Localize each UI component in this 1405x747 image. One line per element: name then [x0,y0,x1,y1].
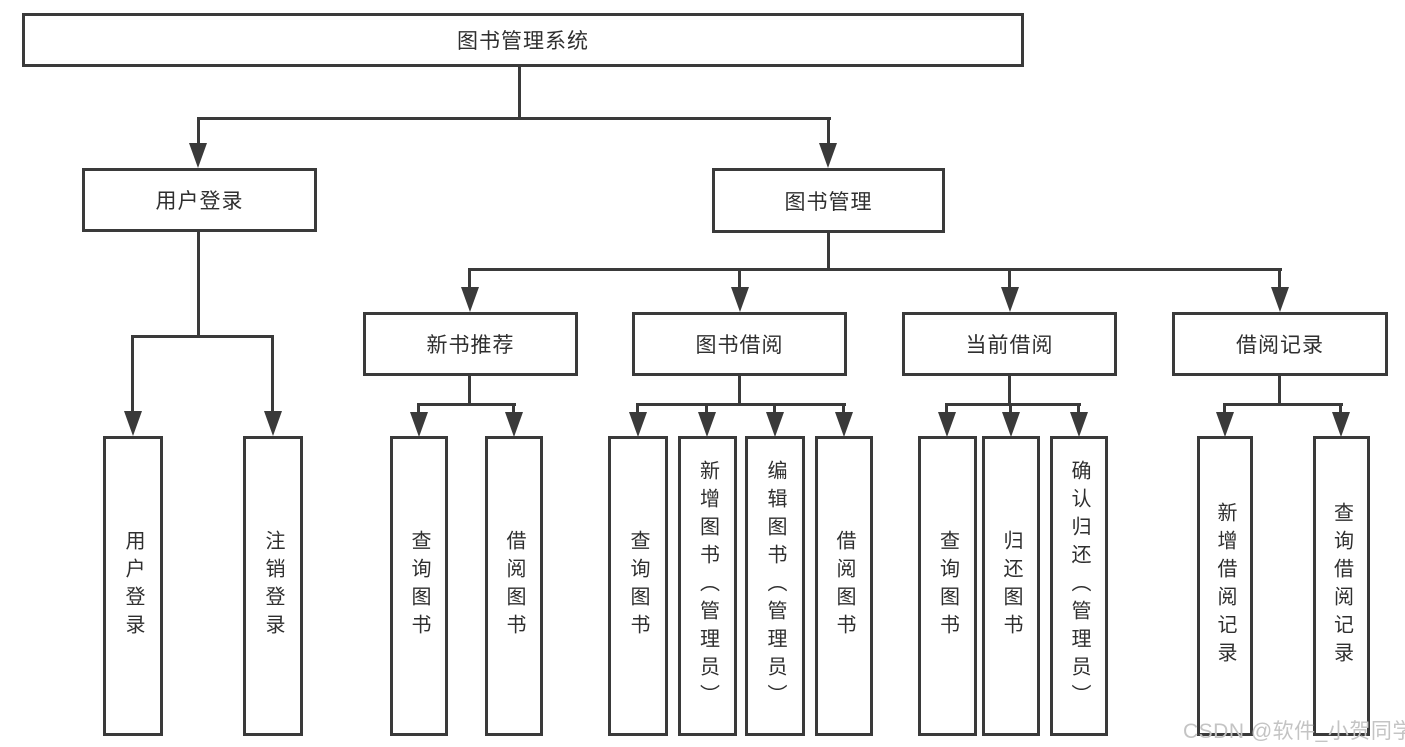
connector-line [197,117,831,120]
connector-line [1223,403,1343,406]
connector-line [512,405,515,415]
connector-line [636,403,846,406]
connector-line [705,405,708,415]
leaf-query-books-borrow: 查询图书 [608,436,668,736]
leaf-label: 新增借阅记录 [1214,502,1236,670]
arrow-down-icon [1070,412,1088,437]
node-user-login-branch: 用户登录 [82,168,317,232]
connector-line [468,270,471,290]
connector-line [131,337,134,413]
leaf-user-login: 用户登录 [103,436,163,736]
connector-line [738,376,741,405]
leaf-confirm-return-admin: 确认归还（管理员） [1050,436,1108,736]
leaf-label: 注销登录 [262,530,284,642]
leaf-label: 查询借阅记录 [1330,502,1353,670]
leaf-label: 编辑图书（管理员） [764,460,786,712]
arrow-down-icon [629,412,647,437]
arrow-down-icon [938,412,956,437]
node-borrowing-records: 借阅记录 [1172,312,1388,376]
connector-line [773,405,776,415]
csdn-watermark: CSDN @软件_小贺同学 [1183,720,1405,743]
node-label: 图书管理系统 [457,30,589,53]
arrow-down-icon [189,143,207,168]
connector-line [468,268,1282,271]
connector-line [827,119,830,146]
leaf-label: 新增图书（管理员） [696,460,719,712]
node-current-borrowing: 当前借阅 [902,312,1117,376]
connector-line [417,405,420,415]
leaf-edit-books-admin: 编辑图书（管理员） [745,436,805,736]
node-book-borrowing: 图书借阅 [632,312,847,376]
node-label: 新书推荐 [426,334,515,357]
arrow-down-icon [1332,412,1350,437]
leaf-label: 归还图书 [1000,530,1022,642]
connector-line [468,376,471,405]
connector-line [827,233,830,270]
arrow-down-icon [461,287,479,312]
connector-line [131,335,274,338]
node-label: 借阅记录 [1236,334,1324,357]
arrow-down-icon [1216,412,1234,437]
arrow-down-icon [410,412,428,437]
leaf-borrow-books: 借阅图书 [815,436,873,736]
arrow-down-icon [766,412,784,437]
connector-line [1278,376,1281,405]
arrow-down-icon [124,411,142,436]
leaf-return-books: 归还图书 [982,436,1040,736]
connector-line [1077,405,1080,415]
leaf-query-books-recommend: 查询图书 [390,436,448,736]
node-label: 图书管理 [784,190,873,214]
node-new-book-recommendation: 新书推荐 [363,312,578,376]
leaf-borrow-books-recommend: 借阅图书 [485,436,543,736]
arrow-down-icon [1001,287,1019,312]
leaf-label: 确认归还（管理员） [1068,460,1090,712]
node-label: 当前借阅 [965,334,1054,357]
arrow-down-icon [698,412,716,437]
connector-line [1223,405,1226,415]
arrow-down-icon [264,411,282,436]
leaf-label: 查询图书 [408,530,430,642]
leaf-add-borrow-record: 新增借阅记录 [1197,436,1253,736]
leaf-label: 查询图书 [936,530,959,642]
connector-line [197,119,200,146]
leaf-label: 查询图书 [627,530,649,642]
arrow-down-icon [505,412,523,437]
node-library-management-system: 图书管理系统 [22,13,1024,67]
connector-line [1339,405,1342,415]
arrow-down-icon [1002,412,1020,437]
leaf-label: 借阅图书 [833,530,855,642]
connector-line [518,67,521,117]
leaf-label: 用户登录 [122,530,144,642]
arrow-down-icon [1271,287,1289,312]
leaf-label: 借阅图书 [503,530,525,642]
connector-line [417,403,516,406]
connector-line [636,405,639,415]
connector-line [1009,405,1012,415]
node-label: 用户登录 [155,190,244,213]
arrow-down-icon [819,143,837,168]
leaf-add-books-admin: 新增图书（管理员） [678,436,737,736]
node-label: 图书借阅 [695,334,784,357]
leaf-query-books-current: 查询图书 [918,436,977,736]
connector-line [271,337,274,413]
leaf-query-borrow-record: 查询借阅记录 [1313,436,1370,736]
connector-line [945,405,948,415]
connector-line [1008,376,1011,405]
node-book-management: 图书管理 [712,168,945,233]
arrow-down-icon [835,412,853,437]
connector-line [197,232,200,337]
connector-line [738,270,741,290]
leaf-logout: 注销登录 [243,436,303,736]
connector-line [842,405,845,415]
connector-line [1278,270,1281,290]
arrow-down-icon [731,287,749,312]
connector-line [945,403,1081,406]
connector-line [1008,270,1011,290]
